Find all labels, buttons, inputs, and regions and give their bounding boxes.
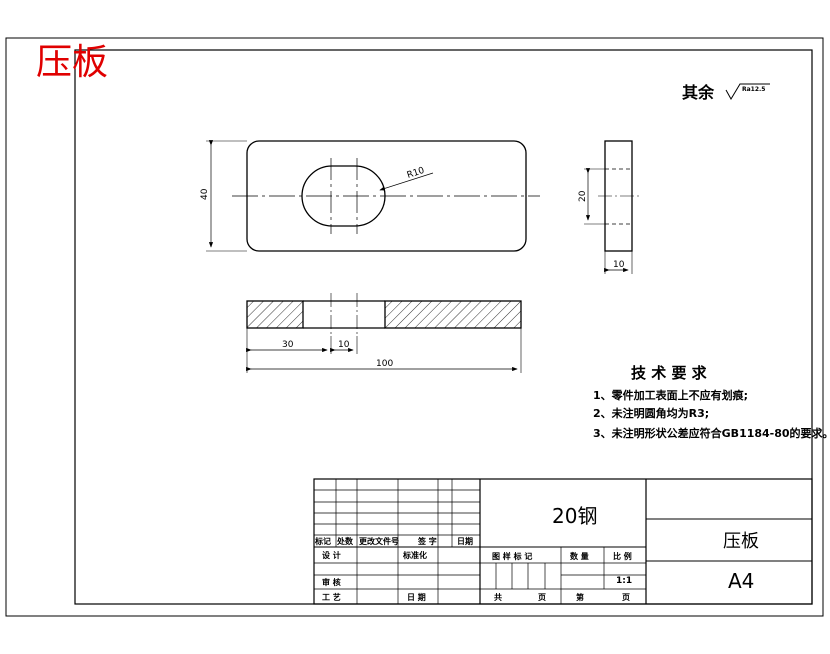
- tb-label-count: 处数: [336, 536, 354, 546]
- tb-part-name: 压板: [723, 531, 759, 552]
- tb-label-process: 工 艺: [322, 592, 341, 602]
- tb-label-drawing-mark: 图 样 标 记: [492, 551, 532, 561]
- side-view: 20 10: [578, 140, 640, 274]
- dim-label-20: 20: [578, 190, 588, 202]
- dim-label-10-slot: 10: [338, 340, 350, 350]
- top-view: R10 40: [200, 140, 540, 252]
- tb-label-review: 审 核: [322, 577, 341, 587]
- tb-material: 20钢: [552, 504, 597, 528]
- tb-label-date: 日期: [457, 536, 473, 546]
- tech-title: 技 术 要 求: [631, 364, 708, 382]
- radius-leader: [379, 172, 434, 191]
- tb-label-date2: 日 期: [407, 592, 426, 602]
- title-block: [313, 478, 813, 605]
- title-block-text: 20钢 压板 A4 标记 处数 更改文件号 签 字 日期 设 计 标准化 审 核…: [314, 504, 759, 602]
- section-right-hatch: [384, 300, 522, 329]
- tb-label-quantity: 数 量: [570, 551, 589, 561]
- roughness-prefix: 其余: [682, 83, 715, 102]
- tb-scale-value: 1:1: [616, 576, 632, 586]
- roughness-symbol-icon: [725, 83, 770, 100]
- tb-label-standardize: 标准化: [402, 550, 427, 560]
- tb-label-signature: 签 字: [417, 536, 437, 546]
- tech-item-2: 2、未注明圆角均为R3;: [593, 406, 709, 420]
- dim-label-10-side: 10: [613, 260, 625, 270]
- tech-item-3: 3、未注明形状公差应符合GB1184-80的要求。: [593, 426, 830, 440]
- tb-label-sheet-no: 第: [576, 592, 584, 602]
- dim-label-100: 100: [376, 359, 393, 369]
- tb-label-page: 页: [538, 593, 546, 602]
- outer-border: [5, 37, 824, 617]
- section-view: 30 10 100: [246, 293, 522, 373]
- tb-label-page2: 页: [622, 593, 630, 602]
- tb-label-total: 共: [494, 592, 502, 602]
- tb-label-mark: 标记: [314, 536, 331, 546]
- tb-label-change-doc: 更改文件号: [359, 536, 399, 546]
- section-left-hatch: [246, 300, 304, 329]
- dim-label-30: 30: [282, 340, 294, 350]
- title-block-border: [313, 478, 813, 605]
- tb-label-scale: 比 例: [613, 551, 632, 561]
- tb-sheet-size: A4: [728, 569, 754, 593]
- dim-label-40: 40: [200, 188, 210, 200]
- tb-label-design: 设 计: [322, 550, 341, 560]
- roughness-note: 其余 Ra12.5: [682, 83, 770, 102]
- tech-requirements: 技 术 要 求 1、零件加工表面上不应有划痕; 2、未注明圆角均为R3; 3、未…: [593, 364, 830, 440]
- red-title: 压板: [36, 42, 108, 83]
- tech-item-1: 1、零件加工表面上不应有划痕;: [593, 388, 748, 402]
- roughness-value: Ra12.5: [742, 86, 765, 93]
